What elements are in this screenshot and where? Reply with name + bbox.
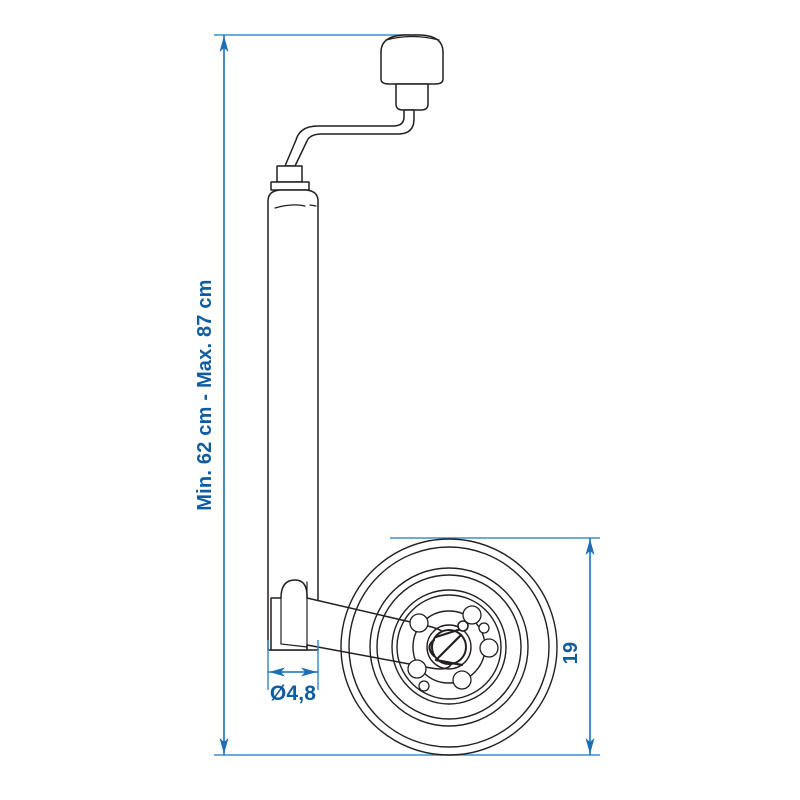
hub-hole-5 xyxy=(409,613,429,633)
split-pin-loop xyxy=(428,638,436,658)
crank-arm xyxy=(284,109,415,167)
hub-pilot-hole-1 xyxy=(478,622,490,634)
dimension-tube-label: Ø4,8 xyxy=(270,682,316,705)
tube-cap-neck xyxy=(276,165,303,183)
dimension-tube-arrow-right xyxy=(301,667,317,677)
dimension-wheel-label: 19 xyxy=(560,642,582,665)
hub-hole-1 xyxy=(462,605,482,625)
hub-hole-4 xyxy=(407,659,427,679)
telescopic-tube-body xyxy=(267,189,319,651)
tyre-inner-circle xyxy=(348,546,550,748)
tube-top-cap xyxy=(270,165,310,191)
dimension-tube-arrow-left xyxy=(269,667,285,677)
tyre-outer-circle xyxy=(340,538,558,756)
rim-inner-circle xyxy=(376,574,522,720)
dimension-tube-diameter: Ø4,8 xyxy=(267,640,319,705)
hub-hole-2 xyxy=(479,638,499,658)
dimension-height-label: Min. 62 cm - Max. 87 cm xyxy=(194,279,216,510)
tube-top-highlight-right xyxy=(309,204,317,207)
hub-inner-circle xyxy=(426,624,472,670)
crank-knob xyxy=(380,34,444,111)
split-pin-leg-lower xyxy=(434,658,464,667)
disc-outer-circle xyxy=(391,589,507,705)
dimension-height-arrow-bottom xyxy=(219,738,229,754)
hub-hole-3 xyxy=(452,670,472,690)
crank-knob-shank xyxy=(395,83,429,111)
dimension-wheel-diameter: 19 xyxy=(390,537,600,755)
crank-knob-head xyxy=(380,34,444,85)
tube-top-highlight xyxy=(274,204,306,209)
telescopic-tube xyxy=(267,189,319,651)
axle-cap-with-split-pin xyxy=(428,620,469,667)
dimension-height: Min. 62 cm - Max. 87 cm xyxy=(194,34,600,756)
dimension-wheel-arrow-top xyxy=(585,539,595,555)
wheel-assembly xyxy=(340,538,558,756)
split-pin-eye xyxy=(457,620,469,632)
tube-cap-flange xyxy=(270,181,310,191)
split-pin-leg-upper xyxy=(434,627,463,639)
axle-cap-slot xyxy=(435,633,463,661)
crank-arm-body xyxy=(284,109,415,167)
dimension-wheel-arrow-bottom xyxy=(585,738,595,754)
crank-knob-highlight xyxy=(385,35,440,41)
hub-pilot-hole-2 xyxy=(418,680,430,692)
disc-inner-circle xyxy=(396,594,502,700)
rim-outer-circle xyxy=(369,567,529,727)
fork-arm-inner-edge xyxy=(280,597,308,648)
dimension-height-arrow-top xyxy=(219,36,229,52)
